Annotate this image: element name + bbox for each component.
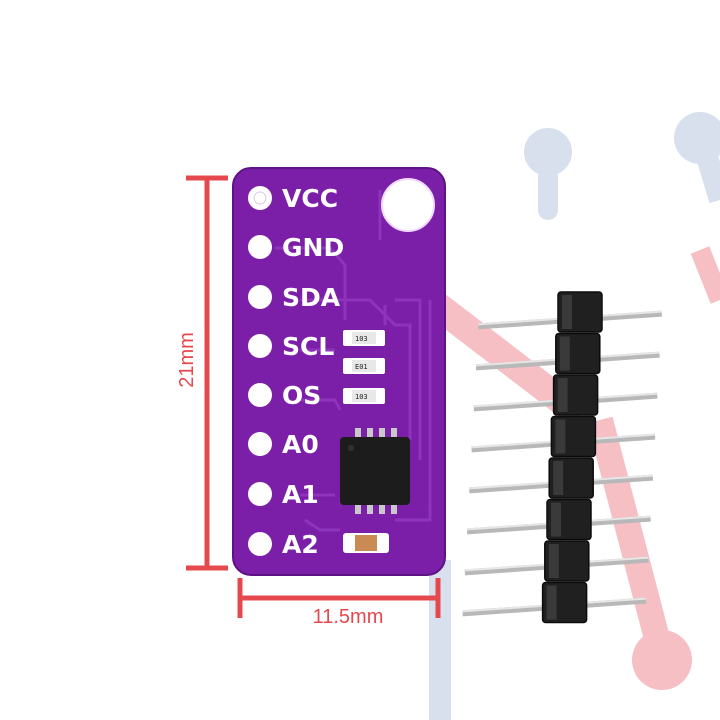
pin-pad-os: OS [248,381,321,410]
width-dimension: 11.5mm [237,578,441,628]
soic-chip-icon [340,428,410,514]
svg-text:103: 103 [355,393,368,401]
pin-pad-vcc: VCC [248,184,338,213]
smd-resistor: E01 [343,358,385,374]
pin-pad-sda: SDA [248,283,341,312]
pin-pad-a0: A0 [248,430,319,459]
pin-pad-gnd: GND [248,233,344,262]
svg-text:103: 103 [355,335,368,343]
header-housing-shine [557,378,568,412]
pin-label-vcc: VCC [282,184,338,213]
pin-pad-a2: A2 [248,530,319,559]
smd-capacitor [343,533,389,553]
pin-header-icon [462,291,662,624]
pin-label-a1: A1 [282,480,319,509]
pcb-board: VCC GND SDA SCL OS A0 A1 A2 [232,167,446,576]
header-housing-shine [562,295,572,329]
width-label: 11.5mm [313,606,384,628]
mounting-hole [381,178,435,232]
svg-text:E01: E01 [355,363,368,371]
header-housing-shine [555,419,566,454]
height-dimension: 21mm [176,175,228,571]
header-housing-shine [559,336,570,371]
pin-label-a0: A0 [282,430,319,459]
pin-label-a2: A2 [282,530,319,559]
height-label: 21mm [176,332,198,388]
header-housing-shine [551,502,561,537]
pin-pad-a1: A1 [248,480,319,509]
smd-resistor: 103 [343,388,385,404]
header-housing-shine [553,461,564,495]
pin-label-scl: SCL [282,332,334,361]
pin-label-gnd: GND [282,233,344,262]
header-housing-shine [546,585,557,620]
pin-label-sda: SDA [282,283,341,312]
header-housing-shine [548,544,559,578]
smd-resistor: 103 [343,330,385,346]
pin-pad-scl: SCL [248,332,334,361]
pin-label-os: OS [282,381,321,410]
